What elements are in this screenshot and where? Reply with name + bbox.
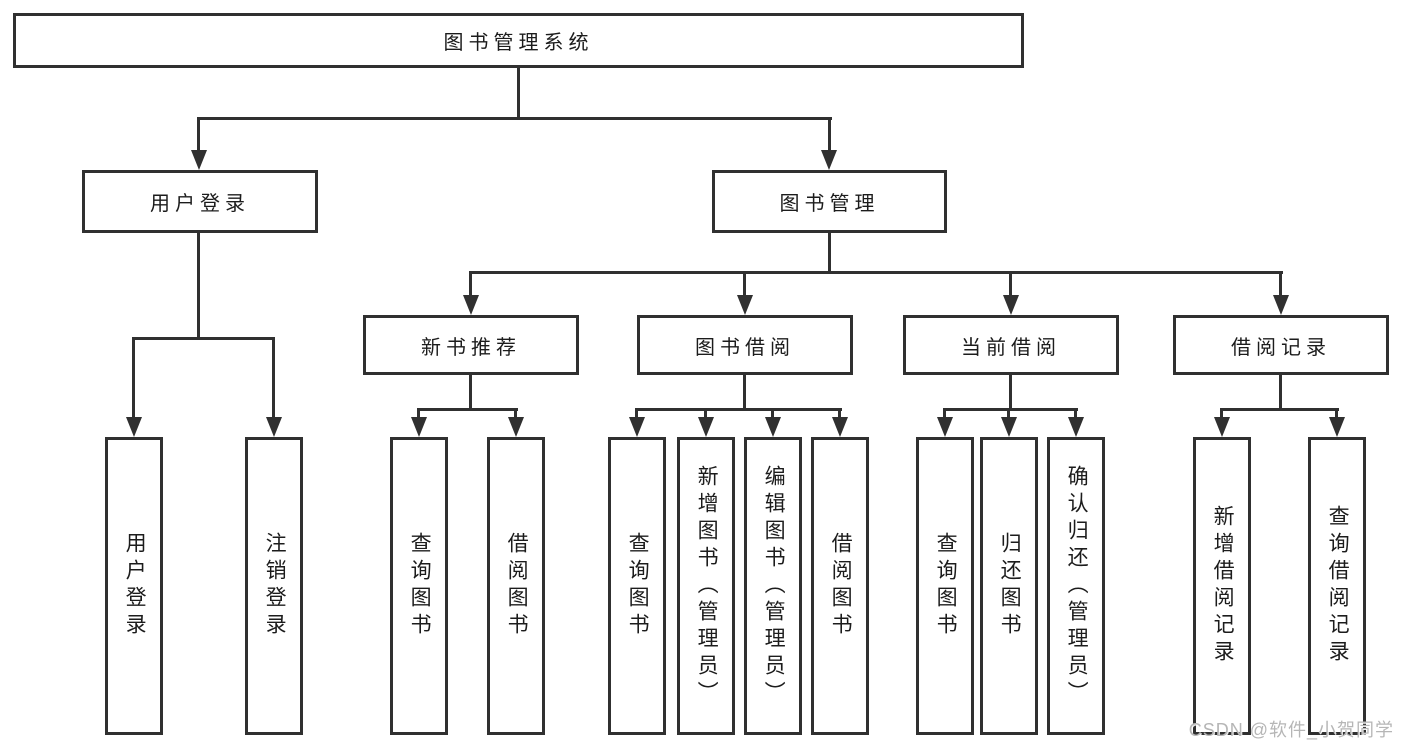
arrowhead-br-query — [1329, 417, 1345, 437]
leaf-nbr-query-books: 查询图书 — [390, 437, 448, 735]
arrowhead-leaf-logout — [266, 417, 282, 437]
leaf-nbr-borrow-books: 借阅图书 — [487, 437, 545, 735]
connector-to-bb-borrow — [838, 408, 841, 419]
connector-to-bb-edit — [771, 408, 774, 419]
arrowhead-book-management — [821, 150, 837, 170]
connector-root-stub — [517, 68, 520, 117]
leaf-cb-confirm-return-admin: 确认归还（管理员） — [1047, 437, 1105, 735]
connector-user-login-rail — [132, 337, 275, 340]
connector-cb-stub — [1009, 375, 1012, 408]
connector-bb-rail — [635, 408, 842, 411]
leaf-br-add-record: 新增借阅记录 — [1193, 437, 1251, 735]
arrowhead-bb-borrow — [832, 417, 848, 437]
leaf-bb-edit-books-admin-label: 编辑图书（管理员） — [762, 464, 786, 708]
connector-to-current-borrow — [1009, 271, 1012, 297]
arrowhead-new-book-recommend — [463, 295, 479, 315]
leaf-user-login: 用户登录 — [105, 437, 163, 735]
connector-level1-rail — [197, 117, 832, 120]
connector-user-login-stub — [197, 233, 200, 337]
connector-bb-stub — [743, 375, 746, 408]
leaf-cb-return-books-label: 归还图书 — [998, 532, 1022, 640]
leaf-user-login-label: 用户登录 — [123, 532, 147, 640]
leaf-bb-borrow-books-label: 借阅图书 — [829, 532, 853, 640]
leaf-bb-borrow-books: 借阅图书 — [811, 437, 869, 735]
node-book-management: 图书管理 — [712, 170, 947, 233]
connector-to-user-login — [197, 117, 200, 152]
connector-to-book-borrow — [743, 271, 746, 297]
leaf-br-query-record: 查询借阅记录 — [1308, 437, 1366, 735]
node-book-borrow-label: 图书借阅 — [695, 336, 795, 359]
leaf-bb-query-books: 查询图书 — [608, 437, 666, 735]
leaf-bb-edit-books-admin: 编辑图书（管理员） — [744, 437, 802, 735]
arrowhead-cb-return — [1001, 417, 1017, 437]
arrowhead-current-borrow — [1003, 295, 1019, 315]
leaf-br-add-record-label: 新增借阅记录 — [1211, 505, 1235, 667]
node-new-book-recommend-label: 新书推荐 — [421, 336, 521, 359]
connector-to-br-add — [1220, 408, 1223, 419]
arrowhead-nbr-query — [411, 417, 427, 437]
node-borrow-record: 借阅记录 — [1173, 315, 1389, 375]
csdn-watermark: CSDN @软件_小贺同学 — [1188, 720, 1394, 740]
leaf-nbr-query-books-label: 查询图书 — [408, 532, 432, 640]
arrowhead-cb-query — [937, 417, 953, 437]
connector-book-management-stub — [828, 233, 831, 271]
arrowhead-user-login — [191, 150, 207, 170]
connector-to-bb-add — [704, 408, 707, 419]
connector-to-nbr-query — [417, 408, 420, 419]
arrowhead-nbr-borrow — [508, 417, 524, 437]
leaf-bb-query-books-label: 查询图书 — [626, 532, 650, 640]
arrowhead-cb-confirm — [1068, 417, 1084, 437]
connector-to-cb-confirm — [1074, 408, 1077, 419]
leaf-cb-query-books-label: 查询图书 — [934, 532, 958, 640]
connector-to-bb-query — [635, 408, 638, 419]
connector-br-rail — [1220, 408, 1339, 411]
connector-to-new-book-recommend — [469, 271, 472, 297]
arrowhead-borrow-record — [1273, 295, 1289, 315]
node-borrow-record-label: 借阅记录 — [1231, 336, 1331, 359]
node-user-login-group: 用户登录 — [82, 170, 318, 233]
connector-to-cb-query — [943, 408, 946, 419]
node-new-book-recommend: 新书推荐 — [363, 315, 579, 375]
node-root-label: 图书管理系统 — [443, 32, 594, 54]
connector-level3-rail — [469, 271, 1283, 274]
arrowhead-bb-query — [629, 417, 645, 437]
connector-cb-rail — [943, 408, 1078, 411]
arrowhead-leaf-user-login — [126, 417, 142, 437]
connector-to-br-query — [1335, 408, 1338, 419]
connector-nbr-stub — [469, 375, 472, 408]
leaf-bb-add-books-admin: 新增图书（管理员） — [677, 437, 735, 735]
node-current-borrow-label: 当前借阅 — [961, 336, 1061, 359]
connector-br-stub — [1279, 375, 1282, 408]
arrowhead-bb-add — [698, 417, 714, 437]
leaf-logout: 注销登录 — [245, 437, 303, 735]
connector-to-leaf-user-login — [132, 337, 135, 419]
connector-to-nbr-borrow — [514, 408, 517, 419]
connector-to-leaf-logout — [272, 337, 275, 419]
arrowhead-book-borrow — [737, 295, 753, 315]
connector-nbr-rail — [417, 408, 518, 411]
node-book-borrow: 图书借阅 — [637, 315, 853, 375]
arrowhead-bb-edit — [765, 417, 781, 437]
connector-to-borrow-record — [1279, 271, 1282, 297]
leaf-nbr-borrow-books-label: 借阅图书 — [505, 532, 529, 640]
leaf-logout-label: 注销登录 — [263, 532, 287, 640]
connector-to-book-management — [828, 117, 831, 152]
node-root: 图书管理系统 — [13, 13, 1024, 68]
leaf-bb-add-books-admin-label: 新增图书（管理员） — [695, 464, 719, 708]
leaf-cb-query-books: 查询图书 — [916, 437, 974, 735]
leaf-br-query-record-label: 查询借阅记录 — [1326, 505, 1350, 667]
arrowhead-br-add — [1214, 417, 1230, 437]
node-current-borrow: 当前借阅 — [903, 315, 1119, 375]
leaf-cb-confirm-return-admin-label: 确认归还（管理员） — [1065, 464, 1089, 708]
node-book-management-label: 图书管理 — [779, 193, 880, 215]
node-user-login-group-label: 用户登录 — [150, 193, 250, 215]
leaf-cb-return-books: 归还图书 — [980, 437, 1038, 735]
connector-to-cb-return — [1007, 408, 1010, 419]
